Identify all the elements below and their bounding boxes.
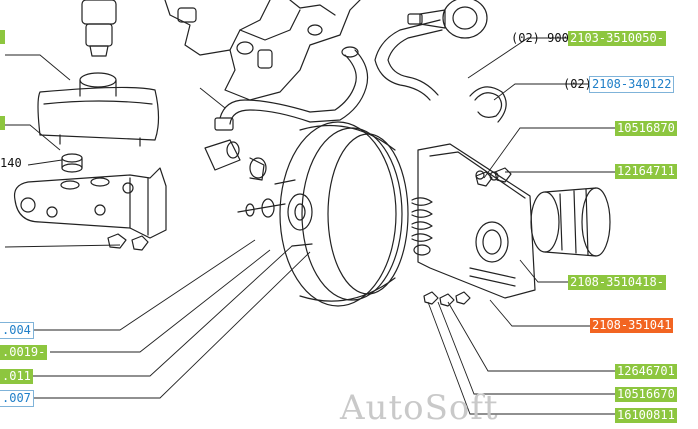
side-tab-2[interactable] [0,116,5,130]
nuts-left [107,233,149,251]
part-left-007[interactable]: .007 [0,390,34,407]
side-tab-1[interactable] [0,30,5,44]
part-10516870[interactable]: 10516870 [615,121,677,136]
fluid-reservoir [37,0,160,147]
grommet [61,153,83,173]
part-12164711[interactable]: 12164711 [615,164,677,179]
part-2108-3510418[interactable]: 2108-3510418- [568,275,666,290]
leader-lines [4,37,615,415]
nuts-right [423,167,512,307]
pump-top-right [407,0,488,39]
callout-upper-qty: (02) 900 [511,31,569,45]
callout-clamp-qty: (02) [563,77,592,91]
spring-assembly [411,197,433,256]
part-12646701[interactable]: 12646701 [615,364,677,379]
check-valve [204,139,267,181]
part-left-004[interactable]: .004 [0,322,34,339]
part-left-011[interactable]: .011 [0,369,33,384]
brake-booster [279,121,409,307]
part-left-0019[interactable]: .0019- [0,345,48,360]
part-2103-3510050[interactable]: 2103-3510050- [568,31,666,46]
engine-block-fragment [164,0,361,101]
part-2108-340122[interactable]: 2108-340122 [588,76,675,93]
vacuum-hose-left [214,46,369,131]
master-cylinder [13,167,167,239]
part-10516670[interactable]: 10516670 [615,387,677,402]
part-2108-351041[interactable]: 2108-351041 [590,318,674,333]
vacuum-hose-right [374,19,443,101]
part-16100811[interactable]: 16100811 [615,408,677,423]
booster-studs [237,179,313,247]
ref-140: 140 [0,156,22,170]
hose-clamp [469,86,507,123]
watermark: AutoSoft [340,388,499,428]
mounting-bracket [417,143,536,299]
air-filter-cover [530,187,611,257]
